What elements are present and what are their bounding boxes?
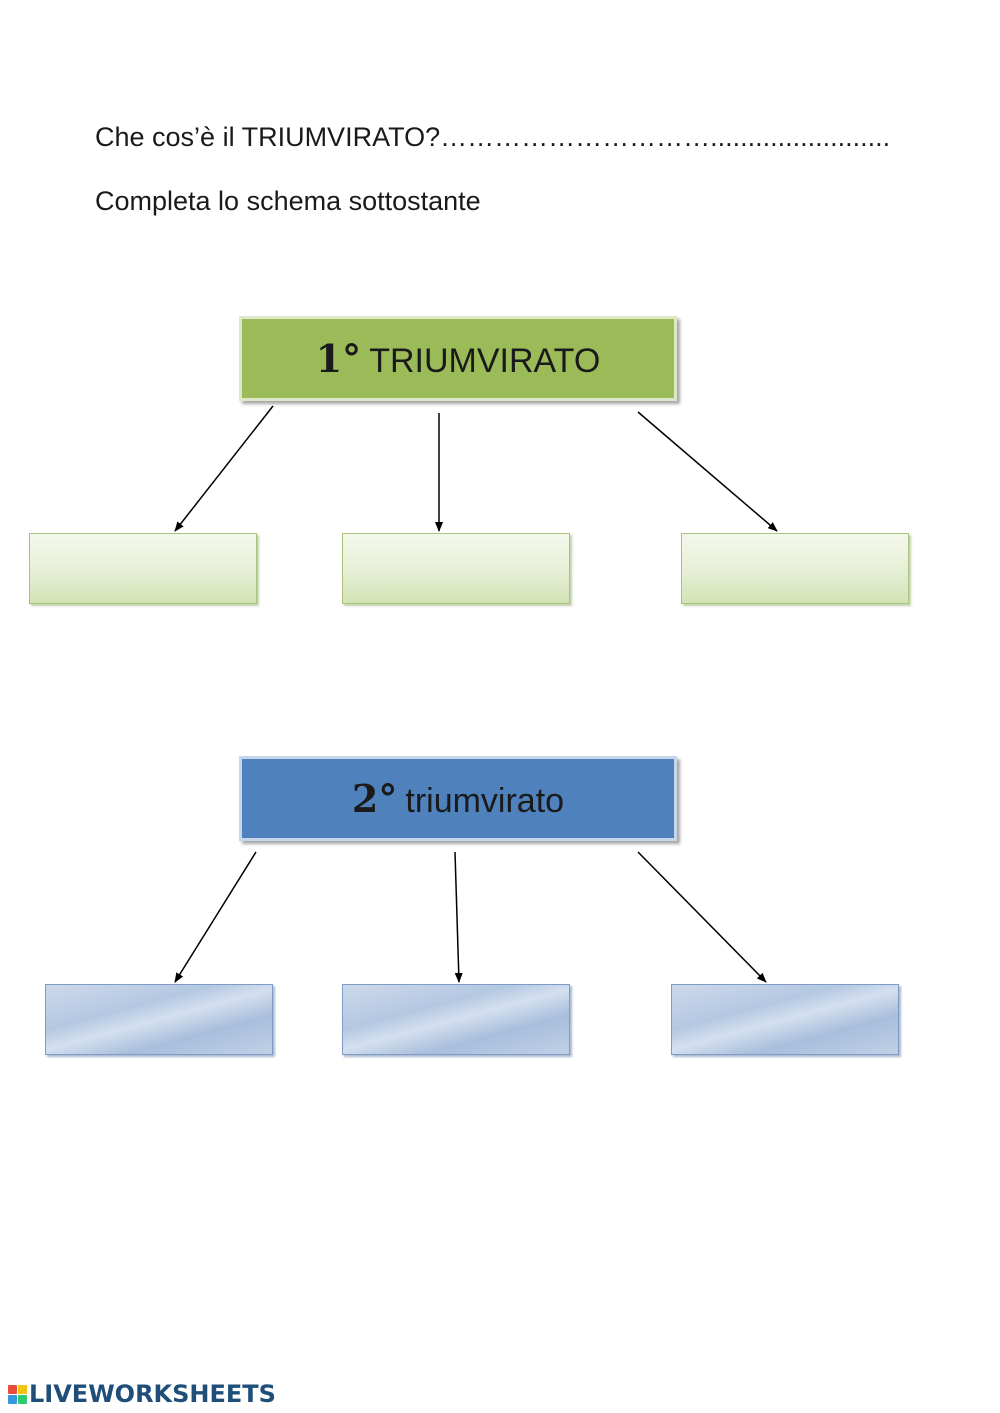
second-triumvirate-number: 2° xyxy=(351,776,398,821)
answer-box-1-3[interactable] xyxy=(681,533,909,604)
answer-box-2-2[interactable] xyxy=(342,984,570,1055)
answer-box-1-1[interactable] xyxy=(29,533,257,604)
first-triumvirate-label: 1°TRIUMVIRATO xyxy=(316,336,601,381)
second-triumvirate-box: 2°triumvirato xyxy=(239,756,677,841)
logo-square-1 xyxy=(8,1384,17,1394)
question-text: Che cos’è il TRIUMVIRATO?………………………….....… xyxy=(95,122,891,152)
instruction-text: Completa lo schema sottostante xyxy=(95,186,481,216)
arrow-1-1 xyxy=(174,405,274,532)
second-triumvirate-label: 2°triumvirato xyxy=(352,776,564,821)
answer-box-2-1[interactable] xyxy=(45,984,273,1055)
arrow-1-3 xyxy=(637,411,778,532)
logo-squares-icon xyxy=(8,1384,27,1404)
arrow-2-3 xyxy=(637,851,767,983)
arrow-2-2 xyxy=(454,851,463,983)
liveworksheets-logo: LIVEWORKSHEETS xyxy=(8,1380,276,1408)
first-triumvirate-number: 1° xyxy=(315,336,362,381)
logo-brand-text: LIVEWORKSHEETS xyxy=(29,1380,276,1408)
second-triumvirate-title: triumvirato xyxy=(405,782,565,820)
first-triumvirate-box: 1°TRIUMVIRATO xyxy=(239,316,677,401)
logo-square-4 xyxy=(18,1394,27,1404)
first-triumvirate-title: TRIUMVIRATO xyxy=(369,342,601,380)
logo-square-3 xyxy=(8,1394,17,1404)
answer-box-2-3[interactable] xyxy=(671,984,899,1055)
logo-square-2 xyxy=(18,1384,27,1394)
answer-box-1-2[interactable] xyxy=(342,533,570,604)
arrow-2-1 xyxy=(174,851,257,983)
